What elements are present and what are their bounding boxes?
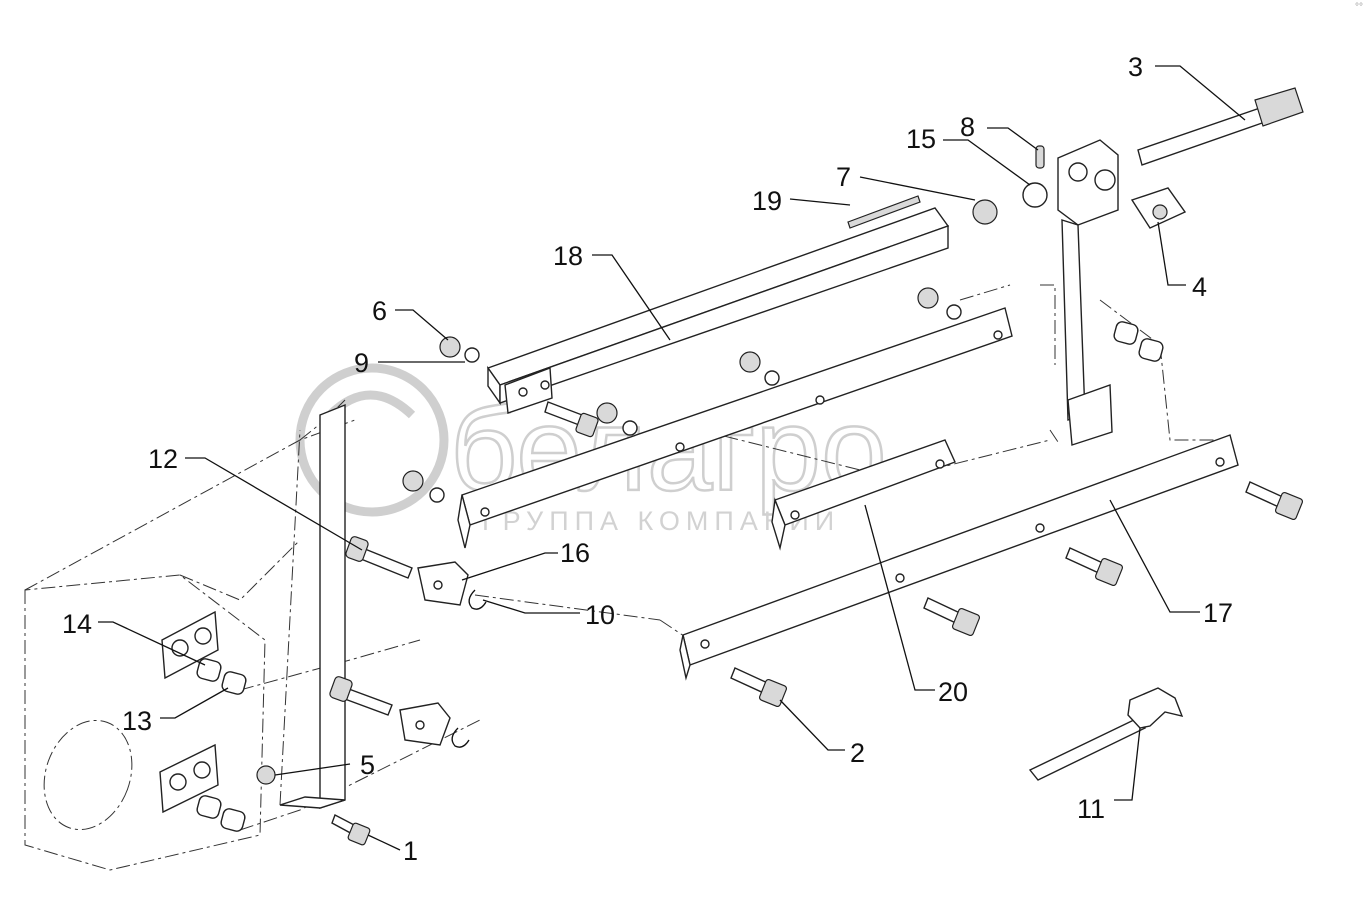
leader-7 xyxy=(859,176,976,201)
callout-19: 19 xyxy=(752,186,782,216)
flat-bar-upper xyxy=(457,307,1013,549)
bolt-rail xyxy=(544,401,599,438)
callout-12: 12 xyxy=(148,444,178,474)
leader-6 xyxy=(395,309,449,341)
corner-mark: °° xyxy=(1355,2,1363,13)
nut-washer-center xyxy=(739,351,780,386)
bolt-far-right xyxy=(1245,481,1304,521)
bolt-lower-right xyxy=(1065,547,1124,587)
callout-1: 1 xyxy=(403,836,418,866)
leader-14 xyxy=(98,621,206,666)
callout-10: 10 xyxy=(585,600,615,630)
leader-lines xyxy=(98,65,1246,851)
leader-4 xyxy=(1157,221,1186,286)
leader-16 xyxy=(461,552,558,581)
nut-5 xyxy=(256,765,276,785)
callout-18: 18 xyxy=(553,241,583,271)
callout-8: 8 xyxy=(960,112,975,142)
leader-10 xyxy=(482,599,580,614)
callout-labels: 1 2 3 4 5 6 7 8 9 10 11 12 13 14 15 16 1… xyxy=(62,52,1233,866)
nut-washer-6 xyxy=(439,336,480,363)
leader-12 xyxy=(185,457,363,551)
clip-upper xyxy=(468,589,487,610)
bolt-lower-mid xyxy=(923,597,981,637)
leader-17 xyxy=(1109,499,1200,613)
callout-7: 7 xyxy=(836,162,851,192)
leader-2 xyxy=(779,699,845,751)
slotted-bar-19 xyxy=(847,195,921,229)
clevis-upper xyxy=(417,561,469,606)
right-bracket xyxy=(1057,139,1119,446)
leader-8 xyxy=(987,127,1039,151)
nut-7 xyxy=(972,199,998,225)
nut-washer-mid-left xyxy=(402,470,445,503)
rail-18 xyxy=(486,207,950,414)
pin-lower xyxy=(329,676,393,716)
nut-washer-mid xyxy=(596,402,638,436)
leader-13 xyxy=(160,687,229,719)
bushing-pair-upper xyxy=(196,658,247,695)
bushing-pair-right xyxy=(1113,321,1164,362)
bushing-pair-lower xyxy=(196,795,246,832)
pin-8 xyxy=(1035,145,1045,169)
callout-4: 4 xyxy=(1192,272,1207,302)
clevis-lower xyxy=(399,702,451,746)
leader-18 xyxy=(592,254,671,341)
leader-20 xyxy=(864,504,935,691)
callout-3: 3 xyxy=(1128,52,1143,82)
callout-6: 6 xyxy=(372,296,387,326)
long-bar-17 xyxy=(679,434,1239,681)
leader-11 xyxy=(1114,727,1141,801)
leader-1 xyxy=(367,834,401,851)
leader-15 xyxy=(943,139,1031,186)
bolt-2 xyxy=(730,667,788,708)
pin-upper xyxy=(345,536,413,579)
leader-19 xyxy=(789,198,851,206)
callout-9: 9 xyxy=(354,348,369,378)
clip-lower xyxy=(451,727,470,748)
leader-5 xyxy=(274,763,351,776)
callout-2: 2 xyxy=(850,738,865,768)
bolt-1 xyxy=(331,814,371,846)
callout-17: 17 xyxy=(1203,598,1233,628)
adjuster-screw-3 xyxy=(1137,87,1304,166)
nut-washer-right xyxy=(917,287,962,320)
wrench-11 xyxy=(1028,687,1184,781)
callout-16: 16 xyxy=(560,538,590,568)
callout-13: 13 xyxy=(122,706,152,736)
callout-11: 11 xyxy=(1077,794,1105,824)
callout-14: 14 xyxy=(62,609,92,639)
sleeve-nut-4 xyxy=(1130,187,1187,229)
callout-20: 20 xyxy=(938,677,968,707)
mount-plate-lower xyxy=(159,743,219,814)
collar-15 xyxy=(1022,182,1048,208)
short-bar-20 xyxy=(771,439,956,551)
callout-5: 5 xyxy=(360,750,375,780)
callout-15: 15 xyxy=(906,124,936,154)
left-upright-post xyxy=(279,403,346,809)
leader-3 xyxy=(1155,65,1246,121)
